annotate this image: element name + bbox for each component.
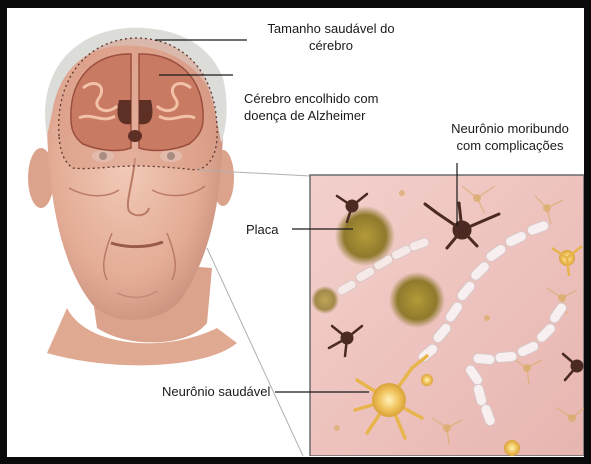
shrunken-brain-label-line2: doença de Alzheimer bbox=[244, 107, 378, 124]
plaque-label: Placa bbox=[246, 221, 279, 238]
dying-neuron-label-line2: com complicações bbox=[435, 137, 585, 154]
healthy-neuron-label: Neurônio saudável bbox=[162, 383, 270, 400]
shrunken-brain-label-line1: Cérebro encolhido com bbox=[244, 90, 378, 107]
healthy-brain-size-label-line1: Tamanho saudável do bbox=[251, 20, 411, 37]
alzheimer-illustration bbox=[7, 8, 584, 456]
dying-neuron-label: Neurônio moribundo com complicações bbox=[435, 120, 585, 154]
healthy-brain-size-label: Tamanho saudável do cérebro bbox=[251, 20, 411, 54]
dying-neuron-label-line1: Neurônio moribundo bbox=[435, 120, 585, 137]
shrunken-brain-label: Cérebro encolhido com doença de Alzheime… bbox=[244, 90, 378, 124]
healthy-brain-size-label-line2: cérebro bbox=[251, 37, 411, 54]
neural-tissue-closeup bbox=[310, 175, 584, 456]
